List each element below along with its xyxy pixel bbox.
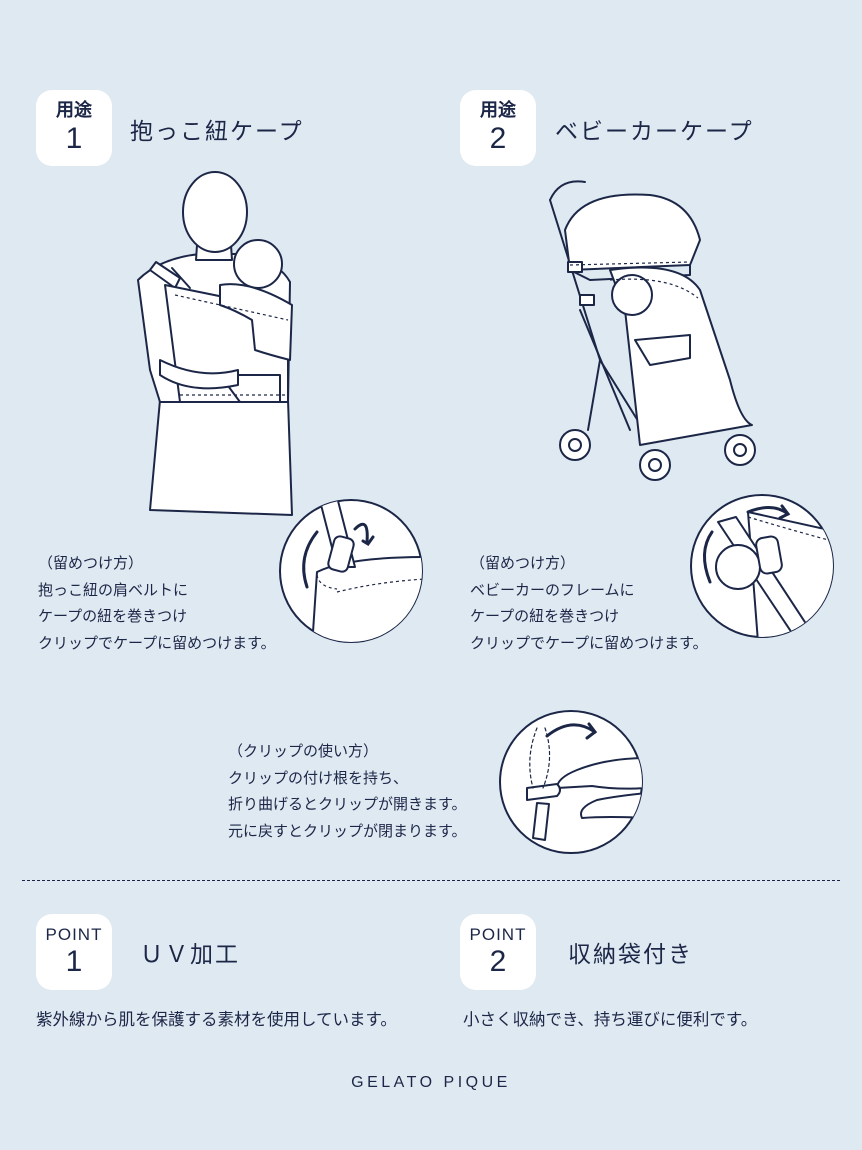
stroller-illustration	[549, 180, 756, 481]
strap-clip-detail-icon	[279, 499, 423, 643]
point-2-badge-label: POINT	[469, 925, 527, 944]
clip-usage-title: （クリップの使い方）	[228, 742, 379, 760]
point-2-title: 収納袋付き	[568, 942, 693, 968]
usage-1-how-title: （留めつけ方）	[38, 554, 144, 572]
baby-carrier-illustration	[137, 171, 293, 516]
usage-2-how-title: （留めつけ方）	[470, 554, 576, 572]
usage-1-how-line: ケープの紐を巻きつけ	[38, 607, 188, 625]
point-2-description: 小さく収納でき、持ち運びに便利です。	[463, 1010, 758, 1029]
brand-logo: GELATO PIQUE	[351, 1074, 511, 1091]
clip-usage-line: 元に戻すとクリップが閉まります。	[228, 821, 467, 840]
point-2-badge-number: 2	[489, 945, 507, 978]
usage-2-title: ベビーカーケープ	[555, 119, 754, 145]
usage-1-how-line: 抱っこ紐の肩ベルトに	[38, 580, 189, 599]
clip-usage-icon	[499, 710, 643, 854]
clip-usage-line: 折り曲げるとクリップが開きます。	[228, 795, 467, 813]
usage-2-how-line: クリップでケープに留めつけます。	[470, 633, 708, 652]
usage-2-badge-number: 2	[489, 122, 507, 155]
usage-2-badge-label: 用途	[480, 100, 516, 121]
usage-1-instructions: （留めつけ方） 抱っこ紐の肩ベルトに ケープの紐を巻きつけ クリップでケープに留…	[38, 550, 276, 656]
point-1-badge-number: 1	[65, 945, 83, 978]
usage-1-badge-label: 用途	[56, 100, 92, 121]
clip-usage-instructions: （クリップの使い方） クリップの付け根を持ち、 折り曲げるとクリップが開きます。…	[228, 738, 467, 844]
point-1-badge-label: POINT	[45, 925, 103, 944]
usage-1-badge-number: 1	[65, 122, 83, 155]
usage-2-how-line: ケープの紐を巻きつけ	[470, 607, 620, 625]
point-1-title: ＵＶ加工	[140, 942, 240, 968]
section-divider	[22, 880, 840, 881]
point-1-badge: POINT 1	[36, 914, 112, 990]
usage-1-badge: 用途 1	[36, 90, 112, 166]
usage-2-how-line: ベビーカーのフレームに	[470, 580, 635, 599]
clip-usage-line: クリップの付け根を持ち、	[228, 768, 409, 787]
usage-1-title: 抱っこ紐ケープ	[130, 119, 304, 145]
point-2-badge: POINT 2	[460, 914, 536, 990]
frame-clip-detail-icon	[690, 494, 834, 638]
usage-2-instructions: （留めつけ方） ベビーカーのフレームに ケープの紐を巻きつけ クリップでケープに…	[470, 550, 708, 656]
usage-2-badge: 用途 2	[460, 90, 536, 166]
point-1-description: 紫外線から肌を保護する素材を使用しています。	[36, 1010, 397, 1029]
usage-1-how-line: クリップでケープに留めつけます。	[38, 633, 276, 652]
